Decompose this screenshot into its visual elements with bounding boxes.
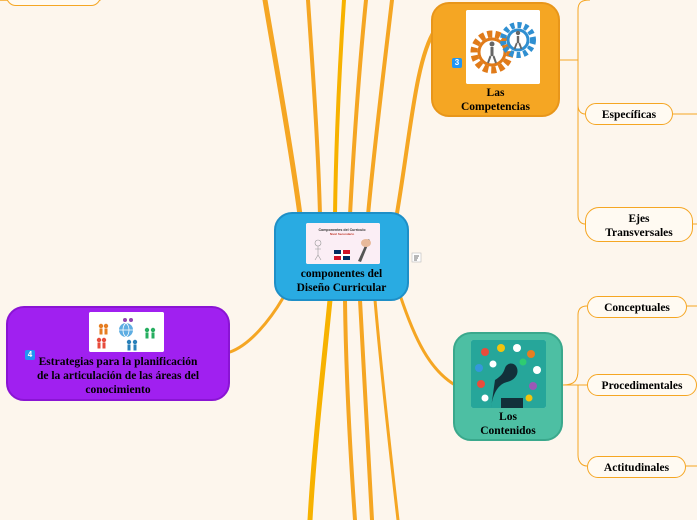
central-title: componentes del Diseño Curricular xyxy=(296,268,387,294)
especificas-pill[interactable]: Específicas xyxy=(585,103,673,125)
branch-top-3 xyxy=(333,0,346,217)
procedimentales-label: Procedimentales xyxy=(601,380,683,392)
procedimentales-pill[interactable]: Procedimentales xyxy=(587,374,697,396)
ejes-transversales-label: Ejes Transversales xyxy=(605,213,673,239)
branch-bottom-4 xyxy=(373,298,400,520)
branch-top-5 xyxy=(366,0,394,217)
branch-contenidos xyxy=(398,293,457,387)
branch-bottom-1 xyxy=(307,297,333,520)
svg-text:Nivel Secundario: Nivel Secundario xyxy=(330,232,355,236)
thumb-caption: Componentes del Currículo xyxy=(318,228,366,232)
central-thumbnail: Componentes del Currículo Nivel Secundar… xyxy=(306,223,380,264)
branch-estrategias xyxy=(228,296,285,354)
branch-top-4 xyxy=(348,0,368,217)
central-topic[interactable]: Componentes del Currículo Nivel Secundar… xyxy=(274,212,409,301)
estrategias-badge: 4 xyxy=(25,350,35,360)
globe-icon xyxy=(119,322,133,338)
conceptuales-pill[interactable]: Conceptuales xyxy=(587,296,687,318)
branch-competencias xyxy=(393,28,437,227)
competencias-title: Las Competencias xyxy=(461,87,530,113)
especificas-label: Específicas xyxy=(601,109,657,121)
competencias-topic[interactable]: 3 Las Competencias xyxy=(431,2,560,117)
actitudinales-pill[interactable]: Actitudinales xyxy=(587,456,686,478)
branch-bottom-3 xyxy=(358,298,374,520)
estrategias-topic[interactable]: 4 Estrategias para la planificación de l… xyxy=(6,306,230,401)
note-icon xyxy=(411,252,422,263)
contenidos-thumbnail xyxy=(471,340,546,408)
offscreen-topic-pill[interactable] xyxy=(6,0,101,6)
people-icon xyxy=(96,318,156,351)
gears-thumbnail xyxy=(466,10,540,84)
ejes-transversales-pill[interactable]: Ejes Transversales xyxy=(585,207,693,242)
competencias-badge: 3 xyxy=(452,58,462,68)
conceptuales-label: Conceptuales xyxy=(604,302,670,314)
branch-top-2 xyxy=(306,0,322,217)
people-network-thumbnail xyxy=(89,312,164,352)
actitudinales-label: Actitudinales xyxy=(603,462,670,474)
contenidos-title: Los Contenidos xyxy=(480,411,536,437)
estrategias-title: Estrategias para la planificación de la … xyxy=(36,356,200,396)
branch-bottom-2 xyxy=(343,298,357,520)
contenidos-topic[interactable]: Los Contenidos xyxy=(453,332,563,441)
branch-top-1 xyxy=(262,0,303,218)
